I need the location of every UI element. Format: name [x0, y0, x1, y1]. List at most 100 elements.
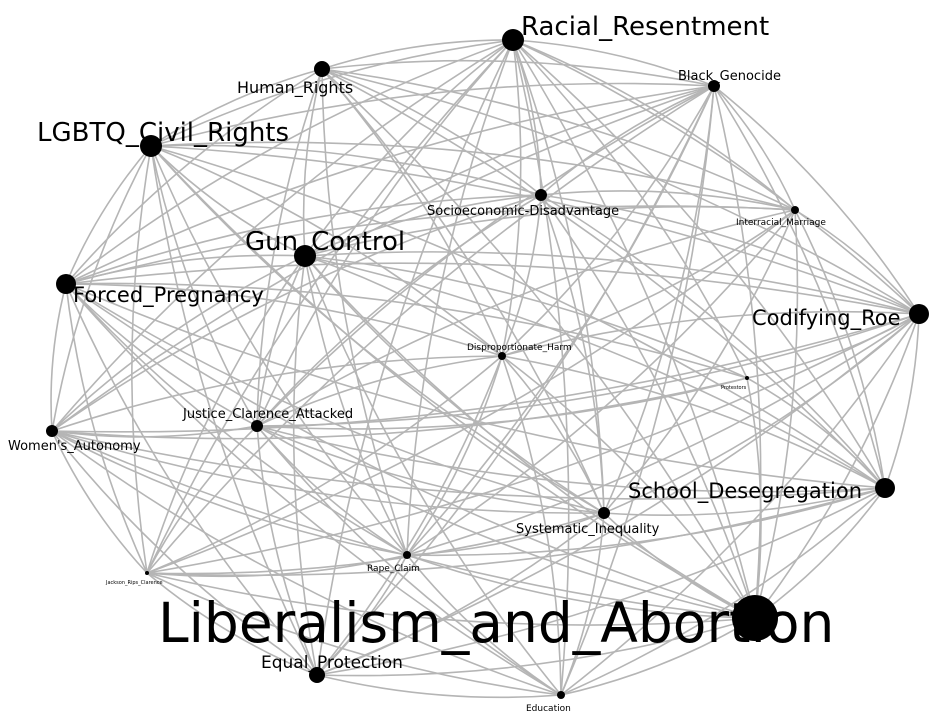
- edge-lgbtq-civil-rights-rape-claim: [150, 145, 408, 556]
- edge-racial-resentment-lgbtq-civil-rights: [150, 39, 514, 147]
- edge-black-genocide-lgbtq-civil-rights: [150, 82, 715, 147]
- edge-disproportionate-harm-liberalism-and-abortion: [501, 355, 756, 619]
- edge-justice-clarence-attacked-systematic-inequality: [256, 425, 605, 514]
- edge-codifying-roe-disproportionate-harm: [501, 310, 920, 357]
- node-school-desegregation: [875, 478, 895, 498]
- edge-human-rights-school-desegregation: [321, 68, 886, 489]
- edge-disproportionate-harm-jackson-rips-clarence: [146, 355, 503, 574]
- edge-forced-pregnancy-protestors: [65, 282, 748, 379]
- node-socioeconomic-disadvantage: [535, 189, 547, 201]
- edge-black-genocide-jackson-rips-clarence: [146, 85, 715, 574]
- edge-gun-control-education: [304, 255, 562, 696]
- edge-black-genocide-liberalism-and-abortion: [713, 85, 762, 619]
- edge-school-desegregation-systematic-inequality: [603, 487, 886, 517]
- edge-disproportionate-harm-womens-autonomy: [51, 355, 503, 432]
- edge-justice-clarence-attacked-womens-autonomy: [51, 425, 258, 438]
- edge-racial-resentment-education: [512, 39, 570, 696]
- node-disproportionate-harm: [498, 352, 506, 360]
- edge-gun-control-protestors: [304, 255, 748, 379]
- node-forced-pregnancy: [56, 274, 76, 294]
- edge-womens-autonomy-rape-claim: [51, 430, 408, 556]
- edge-lgbtq-civil-rights-socioeconomic-disadvantage: [150, 144, 542, 196]
- edge-gun-control-jackson-rips-clarence: [146, 255, 306, 574]
- node-codifying-roe: [909, 304, 929, 324]
- edge-socioeconomic-disadvantage-codifying-roe: [540, 194, 920, 315]
- node-label-socioeconomic-disadvantage: Socioeconomic-Disadvantage: [427, 204, 619, 219]
- edge-equal-protection-education: [316, 674, 562, 699]
- edge-socioeconomic-disadvantage-gun-control: [304, 194, 542, 257]
- edge-socioeconomic-disadvantage-systematic-inequality: [540, 194, 605, 514]
- node-label-systematic-inequality: Systematic_Inequality: [516, 522, 660, 537]
- node-protestors: [745, 376, 749, 380]
- node-black-genocide: [708, 80, 720, 92]
- node-label-gun-control: Gun_Control: [245, 227, 405, 257]
- edge-interracial-marriage-school-desegregation: [794, 209, 886, 489]
- node-label-equal-protection: Equal_Protection: [261, 653, 403, 673]
- edge-systematic-inequality-education: [560, 512, 605, 696]
- edge-gun-control-forced-pregnancy: [65, 254, 306, 285]
- edge-liberalism-and-abortion-equal-protection: [316, 617, 756, 677]
- edge-lgbtq-civil-rights-school-desegregation: [150, 145, 886, 489]
- edge-racial-resentment-interracial-marriage: [512, 39, 796, 211]
- edge-black-genocide-socioeconomic-disadvantage: [540, 85, 715, 196]
- node-label-protestors: Protestors: [721, 385, 747, 391]
- edge-racial-resentment-codifying-roe: [512, 39, 920, 315]
- node-label-racial-resentment: Racial_Resentment: [521, 12, 769, 42]
- edge-gun-control-justice-clarence-attacked: [256, 255, 306, 427]
- edge-racial-resentment-equal-protection: [316, 39, 514, 676]
- edge-racial-resentment-gun-control: [304, 39, 514, 257]
- edge-codifying-roe-womens-autonomy: [51, 313, 920, 433]
- edge-interracial-marriage-disproportionate-harm: [501, 209, 796, 357]
- edge-forced-pregnancy-liberalism-and-abortion: [65, 283, 756, 619]
- edge-womens-autonomy-jackson-rips-clarence: [51, 430, 148, 574]
- edge-lgbtq-civil-rights-liberalism-and-abortion: [150, 145, 756, 619]
- edge-human-rights-systematic-inequality: [321, 68, 605, 514]
- edge-justice-clarence-attacked-liberalism-and-abortion: [256, 425, 756, 619]
- edge-human-rights-black-genocide: [321, 59, 715, 87]
- edge-womens-autonomy-equal-protection: [51, 430, 318, 676]
- edge-disproportionate-harm-systematic-inequality: [501, 355, 605, 514]
- edge-justice-clarence-attacked-jackson-rips-clarence: [146, 425, 258, 574]
- node-label-human-rights: Human_Rights: [237, 78, 353, 98]
- node-label-lgbtq-civil-rights: LGBTQ_Civil_Rights: [37, 118, 289, 148]
- edge-forced-pregnancy-disproportionate-harm: [65, 283, 503, 357]
- edge-school-desegregation-education: [560, 487, 886, 696]
- node-education: [557, 691, 565, 699]
- edge-codifying-roe-liberalism-and-abortion: [754, 313, 920, 619]
- edge-disproportionate-harm-equal-protection: [316, 355, 503, 676]
- edge-womens-autonomy-systematic-inequality: [51, 430, 605, 514]
- node-label-disproportionate-harm: Disproportionate_Harm: [467, 343, 572, 353]
- node-label-black-genocide: Black_Genocide: [678, 69, 781, 84]
- edge-lgbtq-civil-rights-equal-protection: [150, 145, 318, 676]
- node-label-rape-claim: Rape_Claim: [367, 564, 420, 574]
- edge-interracial-marriage-liberalism-and-abortion: [754, 209, 799, 619]
- node-label-codifying-roe: Codifying_Roe: [752, 306, 901, 331]
- edge-rape-claim-liberalism-and-abortion: [406, 554, 756, 619]
- node-label-liberalism-and-abortion: Liberalism_and_Abortion: [158, 591, 834, 655]
- edge-interracial-marriage-jackson-rips-clarence: [146, 209, 796, 574]
- edge-human-rights-forced-pregnancy: [65, 68, 323, 285]
- edge-socioeconomic-disadvantage-forced-pregnancy: [65, 194, 542, 285]
- edge-gun-control-rape-claim: [304, 255, 408, 556]
- edge-racial-resentment-disproportionate-harm: [501, 39, 522, 357]
- edge-protestors-school-desegregation: [746, 377, 886, 489]
- edge-gun-control-womens-autonomy: [51, 255, 306, 432]
- edge-codifying-roe-justice-clarence-attacked: [256, 313, 920, 427]
- edge-school-desegregation-equal-protection: [316, 487, 886, 676]
- edge-socioeconomic-disadvantage-school-desegregation: [540, 194, 886, 489]
- edge-human-rights-codifying-roe: [321, 68, 920, 315]
- node-liberalism-and-abortion: [732, 595, 778, 641]
- edge-jackson-rips-clarence-education: [146, 572, 562, 696]
- edge-human-rights-socioeconomic-disadvantage: [321, 68, 542, 196]
- edge-codifying-roe-education: [560, 313, 920, 696]
- node-systematic-inequality: [598, 507, 610, 519]
- edge-school-desegregation-rape-claim: [406, 487, 886, 557]
- node-jackson-rips-clarence: [145, 571, 149, 575]
- edge-gun-control-school-desegregation: [304, 255, 886, 489]
- edge-human-rights-rape-claim: [321, 68, 408, 556]
- node-label-education: Education: [526, 704, 571, 714]
- edge-human-rights-interracial-marriage: [321, 68, 796, 211]
- edge-human-rights-lgbtq-civil-rights: [150, 68, 323, 147]
